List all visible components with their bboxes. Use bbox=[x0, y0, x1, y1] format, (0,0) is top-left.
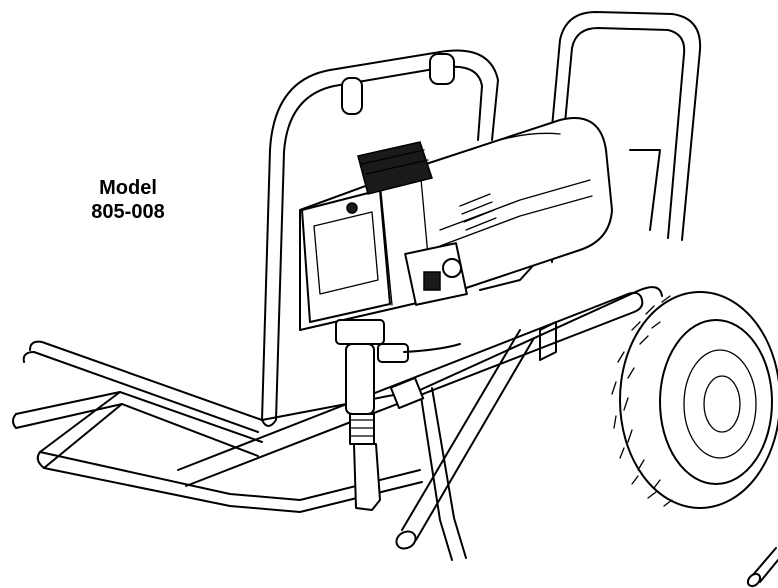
model-label: Model 805-008 bbox=[78, 176, 178, 224]
control-panel bbox=[404, 242, 468, 306]
rim bbox=[659, 319, 773, 485]
power-switch bbox=[423, 271, 441, 291]
carry-handle bbox=[357, 141, 433, 195]
spare-fitting bbox=[746, 547, 778, 588]
pressure-knob bbox=[442, 258, 462, 278]
front-handle-frame bbox=[261, 49, 499, 427]
hub bbox=[703, 375, 741, 433]
model-word: Model bbox=[99, 177, 157, 199]
tire-tread bbox=[611, 295, 673, 507]
pump-lower bbox=[335, 319, 461, 511]
front-bar bbox=[177, 291, 644, 487]
bar-grip bbox=[389, 376, 425, 410]
outlet-fitting bbox=[377, 343, 409, 363]
handle-grip-right bbox=[429, 53, 455, 85]
cover-knob bbox=[346, 202, 358, 214]
suction-tube bbox=[395, 329, 535, 550]
model-number: 805-008 bbox=[91, 201, 165, 223]
front-cover bbox=[301, 189, 391, 323]
handle-grip-left bbox=[341, 77, 363, 115]
motor-vent-slots bbox=[459, 193, 497, 231]
cart-base-frame bbox=[12, 257, 663, 561]
rear-handle-frame bbox=[539, 11, 702, 263]
wheel bbox=[611, 291, 778, 509]
